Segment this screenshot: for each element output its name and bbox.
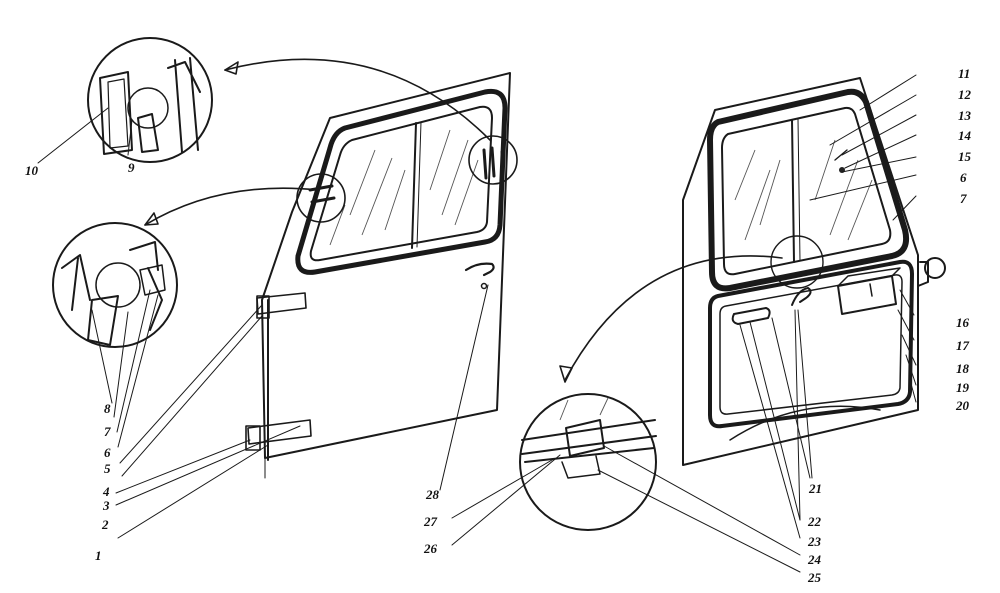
zoom-inset-middle [52,222,178,348]
inside-lock-lever [791,287,812,306]
door-pocket-box [837,275,897,315]
label-r7: 7 [960,191,967,206]
label-r18: 18 [956,361,970,376]
right-door-inner-view [682,77,946,466]
lower-hinge [247,419,312,445]
label-r14: 14 [958,128,972,143]
label-r24: 24 [807,552,822,567]
label-r25: 25 [807,570,822,585]
label-1: 1 [95,548,102,563]
leader-lines [37,74,917,573]
label-r23: 23 [807,534,822,549]
label-r22: 22 [807,514,822,529]
label-6: 6 [104,445,111,460]
left-outside-handle [464,262,495,277]
label-r20: 20 [955,398,970,413]
label-r19: 19 [956,380,970,395]
label-r21: 21 [808,481,822,496]
label-r16: 16 [956,315,970,330]
label-8: 8 [104,401,111,416]
label-10: 10 [25,163,39,178]
left-window-center-post [411,122,417,249]
label-7: 7 [104,424,111,439]
label-3: 3 [102,498,110,513]
left-window-frame-outer [295,88,508,275]
right-lower-trim-panel [708,259,914,429]
callout-labels: 1 2 3 4 5 6 7 8 9 10 11 12 13 14 15 6 7 … [25,66,972,585]
label-4: 4 [102,484,110,499]
right-window-center-post [791,119,795,263]
inside-pull-handle [731,307,771,325]
zoom-inset-bottom [519,393,657,531]
label-r15: 15 [958,149,972,164]
left-detail-circle-left [296,173,346,223]
label-r27: 27 [423,514,438,529]
label-r28: 28 [425,487,440,502]
zoom-inset-top [87,37,213,163]
left-detail-circle-upper-right [468,135,518,185]
callout-arc-right [564,255,783,381]
label-r26: 26 [423,541,438,556]
right-door-panel [682,77,919,466]
label-2: 2 [101,517,109,532]
label-r17: 17 [956,338,970,353]
left-window-frame-inner [309,105,493,262]
right-detail-circle [770,235,824,289]
left-door-outer-view [245,72,518,479]
right-window-frame-outer [707,88,910,292]
callout-arc-top [224,58,491,141]
right-window-glass-hatch [734,139,873,241]
label-5: 5 [104,461,111,476]
left-window-glass-hatch [329,129,479,246]
door-latch [924,257,946,279]
callout-arc-middle [144,187,319,226]
label-r13: 13 [958,108,972,123]
label-r12: 12 [958,87,972,102]
right-window-frame-inner [721,106,892,276]
label-r6: 6 [960,170,967,185]
label-r11: 11 [958,66,970,81]
label-9: 9 [128,160,135,175]
